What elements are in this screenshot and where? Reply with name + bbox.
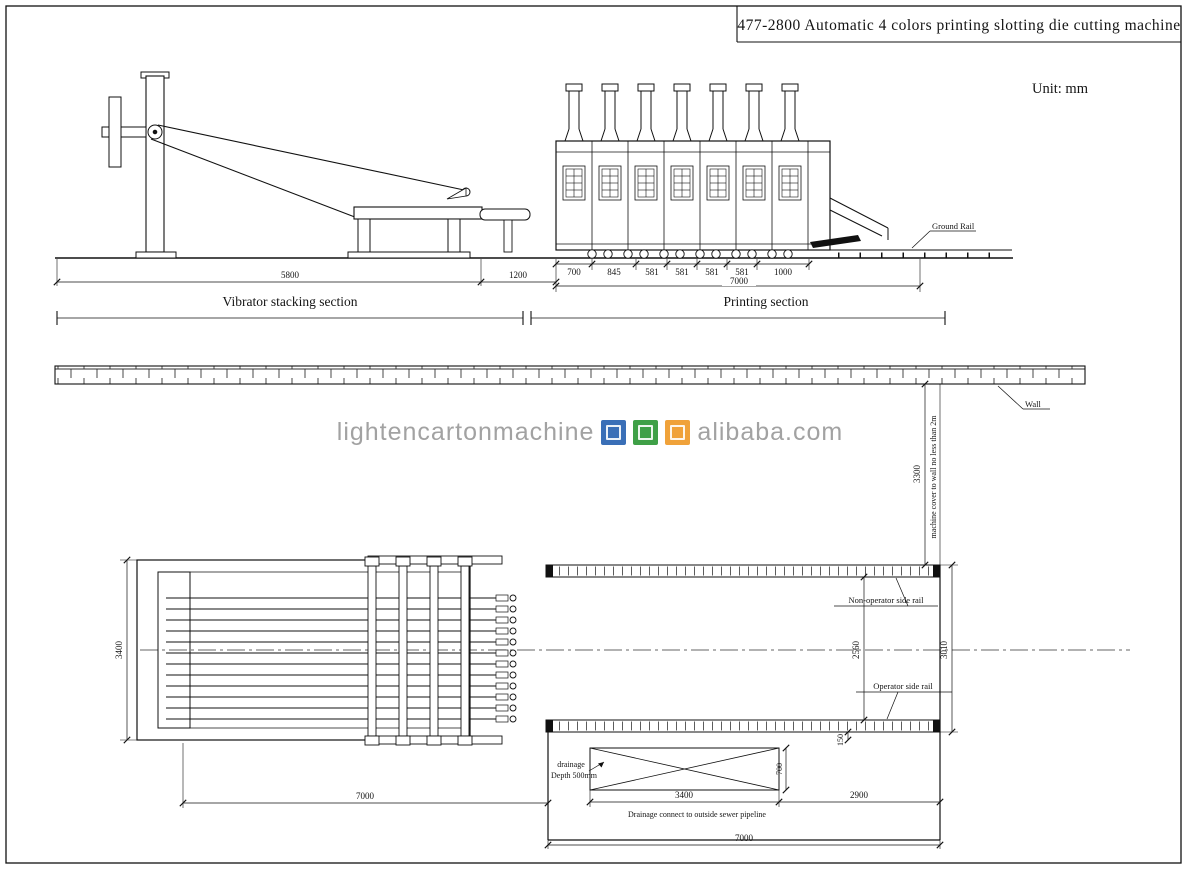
plan-dimensions: 3400 7000 2560 3010 3300 machine cover t…	[114, 380, 958, 849]
elevation-view: Ground Rail 700 845	[53, 71, 1013, 325]
stacker-plan	[136, 555, 517, 746]
watermark: lightencartonmachine alibaba.com	[150, 414, 1030, 450]
dim-3400-stacker: 3400	[114, 641, 124, 660]
watermark-block-blue	[601, 419, 627, 445]
dim-3300: 3300	[912, 465, 922, 484]
watermark-block-green	[633, 419, 659, 445]
printing-machine-elevation	[555, 83, 1012, 259]
dim-700: 700	[775, 763, 784, 775]
dim-seg-581b: 581	[675, 267, 689, 277]
dim-seg-581d: 581	[735, 267, 749, 277]
plan-view: Non-operator side rail Operator side rai…	[114, 380, 1130, 849]
clearance-note: machine cover to wall no less than 2m	[929, 415, 938, 539]
watermark-block-orange	[665, 419, 691, 445]
rails-plan	[545, 564, 941, 733]
vibrator-stacker-elevation	[101, 71, 531, 259]
title-block: 477-2800 Automatic 4 colors printing slo…	[736, 6, 1181, 43]
dim-2900: 2900	[850, 790, 869, 800]
dim-5800: 5800	[281, 270, 300, 280]
operator-rail-label: Operator side rail	[873, 681, 933, 691]
drawing-title: 477-2800 Automatic 4 colors printing slo…	[737, 17, 1180, 34]
dim-seg-700: 700	[567, 267, 581, 277]
ground-rail-callout: Ground Rail	[911, 221, 976, 249]
wall-label: Wall	[1025, 399, 1041, 409]
foundation-plan	[547, 384, 941, 841]
dim-7000-foundation: 7000	[735, 833, 754, 843]
vibrator-section-label: Vibrator stacking section	[223, 294, 358, 309]
non-operator-rail-label: Non-operator side rail	[848, 595, 924, 605]
dim-3010: 3010	[939, 641, 949, 660]
dim-2560: 2560	[851, 641, 861, 660]
dim-seg-1000: 1000	[774, 267, 793, 277]
watermark-prefix: lightencartonmachine	[336, 417, 595, 446]
wall-band: Wall	[54, 365, 1086, 410]
sheet-stack	[810, 235, 861, 248]
dim-printing-7000: 7000	[730, 276, 749, 286]
ground-rail-label: Ground Rail	[932, 221, 975, 231]
dim-1200: 1200	[509, 270, 528, 280]
drainage-note: Drainage connect to outside sewer pipeli…	[628, 810, 766, 819]
drainage-label: drainage	[557, 760, 585, 769]
dim-7000-stacker: 7000	[356, 791, 375, 801]
drainage-callout: drainage Depth 500mm Drainage connect to…	[551, 760, 766, 819]
dim-150: 150	[836, 734, 845, 746]
dim-seg-581c: 581	[705, 267, 719, 277]
rail-callouts: Non-operator side rail Operator side rai…	[834, 577, 952, 720]
unit-label: Unit: mm	[1032, 81, 1089, 97]
drainage-depth-label: Depth 500mm	[551, 771, 598, 780]
dim-seg-845: 845	[607, 267, 621, 277]
watermark-suffix: alibaba.com	[697, 417, 844, 446]
dim-3400-pit: 3400	[675, 790, 694, 800]
sheet-border	[5, 5, 1182, 864]
dim-seg-581a: 581	[645, 267, 659, 277]
elevation-dimensions: 700 845 581 581 581 581 1000 7000 5800 1…	[53, 259, 946, 325]
printing-section-label: Printing section	[723, 294, 808, 309]
